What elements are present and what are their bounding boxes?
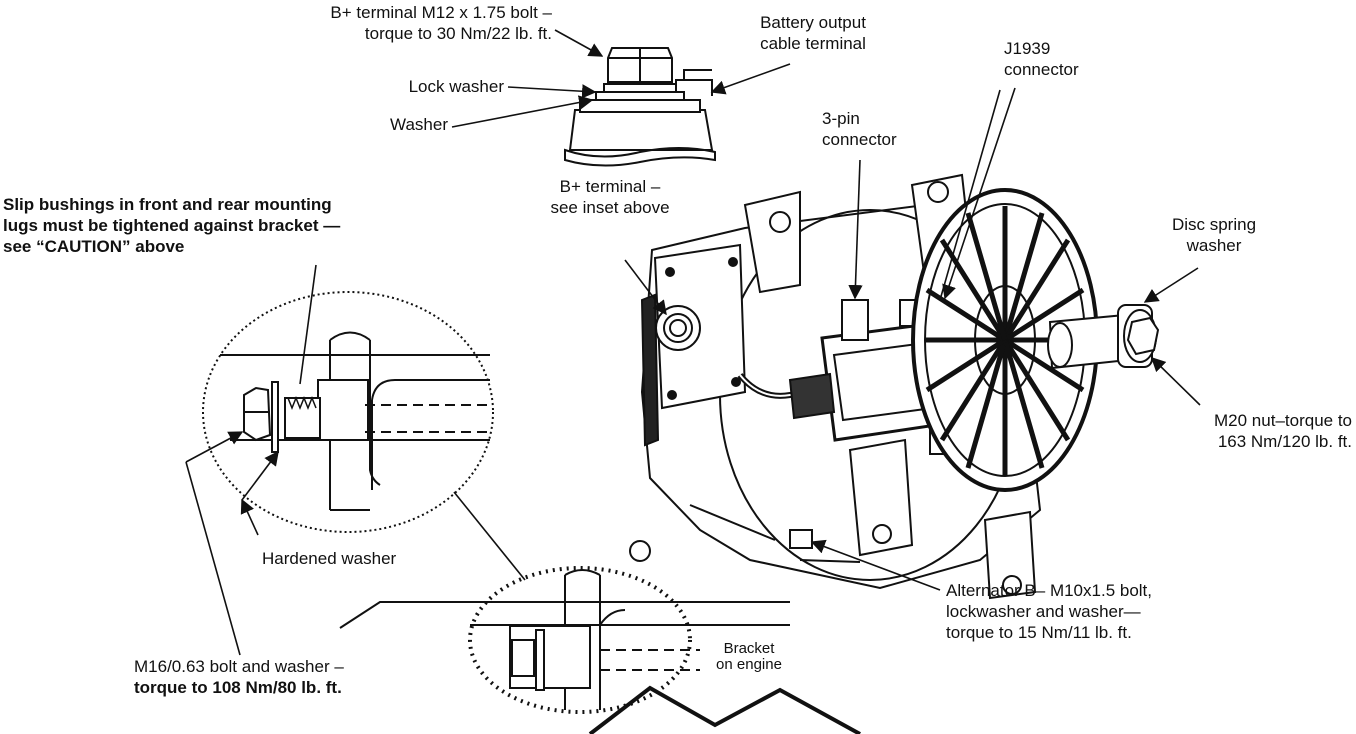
battery-output-label: Battery output cable terminal bbox=[718, 12, 908, 54]
j1939-line2: connector bbox=[1004, 60, 1079, 79]
disc-spring-line1: Disc spring bbox=[1171, 215, 1257, 234]
b-terminal-see-line2: see inset above bbox=[550, 198, 670, 217]
m20-nut-label: M20 nut–torque to 163 Nm/120 lb. ft. bbox=[1162, 410, 1352, 452]
mounting-detail-bracket bbox=[339, 540, 861, 734]
alternator bbox=[640, 173, 1160, 600]
m16-bolt-line2: torque to 108 Nm/80 lb. ft. bbox=[134, 678, 342, 697]
hardened-washer-label: Hardened washer bbox=[262, 549, 397, 568]
alternator-b-minus-line2: lockwasher and washer— bbox=[946, 602, 1141, 621]
leader-lines bbox=[185, 29, 1201, 656]
alternator-b-minus-line3: torque to 15 Nm/11 lb. ft. bbox=[946, 623, 1132, 642]
b-terminal-bolt-label: B+ terminal M12 x 1.75 bolt – torque to … bbox=[226, 2, 552, 44]
m16-bolt-line1: M16/0.63 bolt and washer – bbox=[134, 657, 344, 676]
j1939-label: J1939 connector bbox=[1004, 38, 1124, 80]
bracket-line2: on engine bbox=[716, 656, 782, 673]
three-pin-line1: 3-pin bbox=[822, 109, 860, 128]
lock-washer-label: Lock washer bbox=[408, 77, 504, 96]
b-terminal-see-label: B+ terminal – see inset above bbox=[530, 176, 690, 218]
alternator-b-minus-label: Alternator B– M10x1.5 bolt, lockwasher a… bbox=[946, 580, 1206, 643]
battery-output-line2: cable terminal bbox=[760, 34, 866, 53]
b-terminal-bolt-line1: B+ terminal M12 x 1.75 bolt – bbox=[330, 3, 552, 22]
b-terminal-inset bbox=[564, 47, 716, 167]
three-pin-label: 3-pin connector bbox=[822, 108, 942, 150]
battery-output-line1: Battery output bbox=[760, 13, 866, 32]
mounting-detail-enlarged bbox=[202, 291, 494, 533]
bracket-label: Bracket on engine bbox=[704, 641, 794, 673]
m16-bolt-label: M16/0.63 bolt and washer – torque to 108… bbox=[134, 656, 454, 698]
bracket-line1: Bracket bbox=[723, 640, 775, 657]
disc-spring-label: Disc spring washer bbox=[1148, 214, 1280, 256]
j1939-line1: J1939 bbox=[1004, 39, 1051, 58]
disc-spring-line2: washer bbox=[1186, 236, 1242, 255]
slip-bushings-line3: see “CAUTION” above bbox=[3, 237, 185, 256]
b-terminal-see-line1: B+ terminal – bbox=[559, 177, 661, 196]
m20-nut-line1: M20 nut–torque to bbox=[1214, 411, 1352, 430]
three-pin-line2: connector bbox=[822, 130, 897, 149]
b-terminal-bolt-line2: torque to 30 Nm/22 lb. ft. bbox=[364, 24, 552, 43]
slip-bushings-line2: lugs must be tightened against bracket — bbox=[3, 216, 341, 235]
slip-bushings-label: Slip bushings in front and rear mounting… bbox=[3, 194, 523, 257]
washer-label: Washer bbox=[390, 115, 448, 134]
slip-bushings-line1: Slip bushings in front and rear mounting bbox=[3, 195, 332, 214]
m20-nut-line2: 163 Nm/120 lb. ft. bbox=[1217, 432, 1352, 451]
alternator-b-minus-line1: Alternator B– M10x1.5 bolt, bbox=[946, 581, 1153, 600]
